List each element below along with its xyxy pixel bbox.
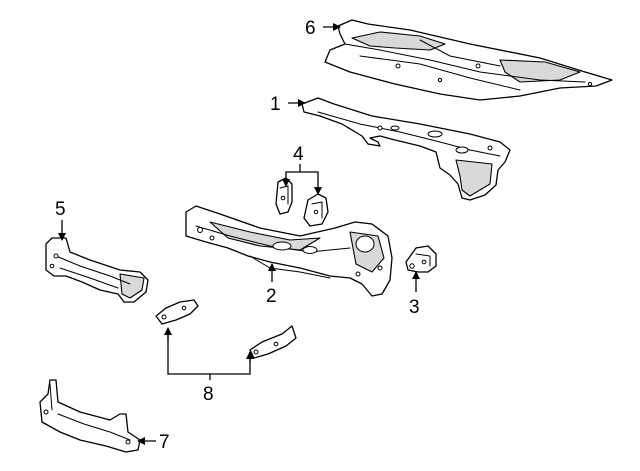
leader-4-left [282,171,300,187]
callout-8: 8 [203,384,214,405]
callout-1: 1 [270,94,281,115]
part-1-cross-member [301,97,511,201]
callout-3: 3 [409,297,420,318]
part-2-frame-rail [185,205,393,297]
part-3-bracket [405,245,437,273]
part-8-bracket-right [249,325,297,359]
part-4-bracket-right [303,193,329,227]
part-8-bracket-left [155,299,199,325]
callout-7: 7 [159,432,170,453]
part-4-bracket-left [275,177,293,215]
callout-6: 6 [305,18,316,39]
leader-lines [58,23,420,445]
callout-2: 2 [266,286,277,307]
leader-8-frame [167,330,251,375]
part-5-support-arm [45,237,149,303]
part-6-floor-pan [324,19,613,101]
callout-5: 5 [55,199,66,220]
callout-4: 4 [293,144,304,165]
leader-4-right [300,171,322,195]
part-7-skid-plate [39,379,141,453]
